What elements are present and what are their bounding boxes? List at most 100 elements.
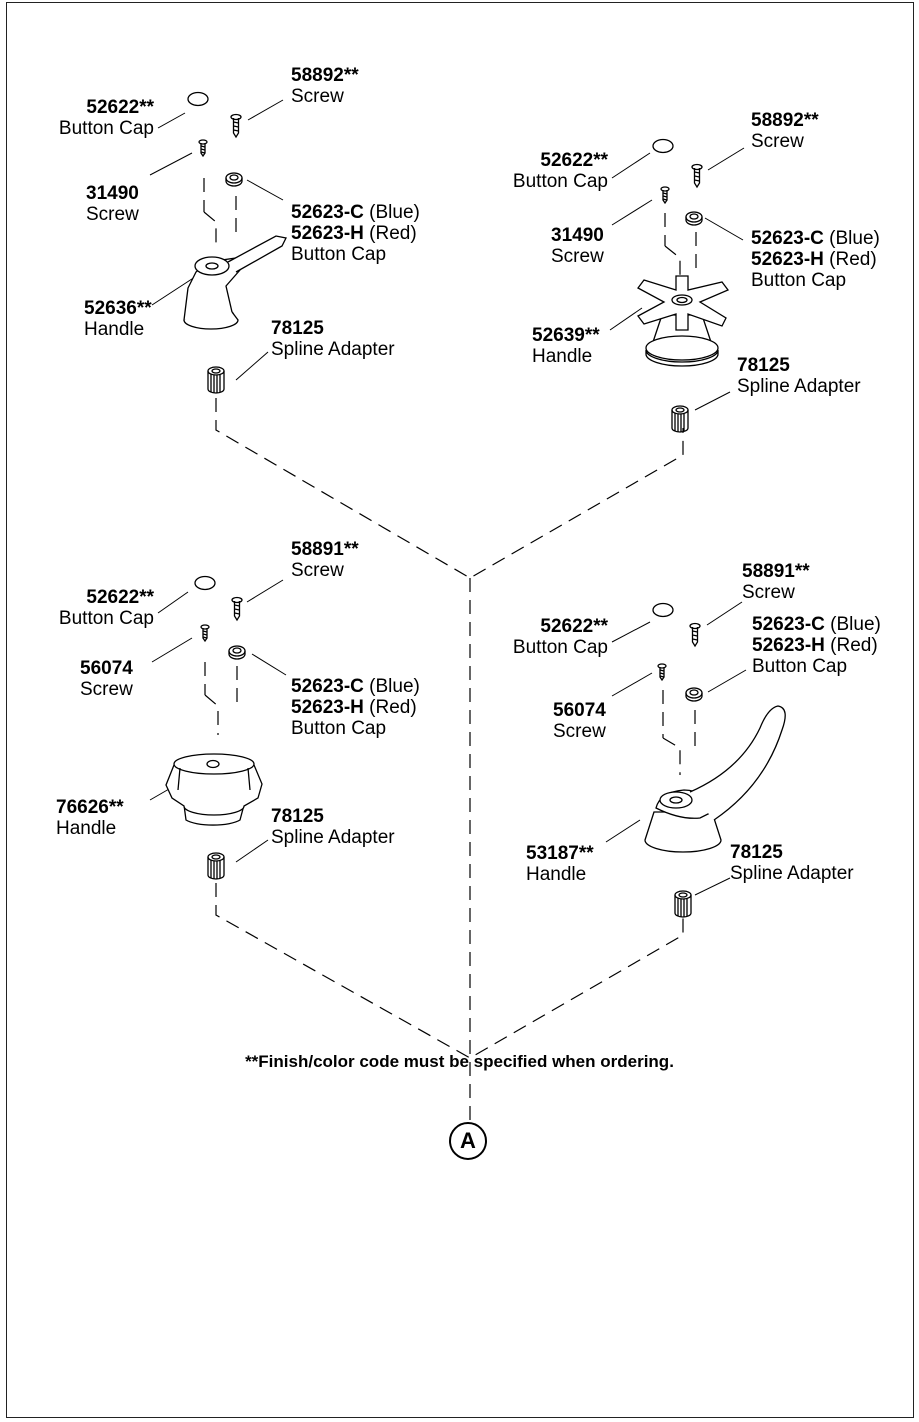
label-g3-screw: 56074 Screw <box>80 658 133 700</box>
label-g1-screw: 31490 Screw <box>86 183 139 225</box>
label-g2-index-button: 52623-C (Blue) 52623-H (Red) Button Cap <box>751 228 880 291</box>
part-name: Screw <box>551 246 604 267</box>
spline-adapter-icon <box>674 890 692 918</box>
part-number: 58891** <box>742 561 810 582</box>
part-name: Handle <box>526 864 587 885</box>
label-g2-spline-adapter: 78125 Spline Adapter <box>737 355 861 397</box>
part-name: Handle <box>56 818 117 839</box>
part-number: 78125 <box>730 842 783 863</box>
label-g4-top-screw: 58891** Screw <box>742 561 810 603</box>
label-g2-handle: 52639** Handle <box>532 325 600 367</box>
part-number: 52636** <box>84 298 152 319</box>
part-name: Spline Adapter <box>271 827 395 848</box>
part-name: Spline Adapter <box>730 863 854 884</box>
part-number: 76626** <box>56 797 124 818</box>
label-g3-button-cap: 52622** Button Cap <box>40 587 154 629</box>
assembly-dashed-lines <box>203 178 697 1120</box>
color-note: (Blue) <box>369 676 420 697</box>
part-number: 31490 <box>86 183 139 204</box>
label-g4-spline-adapter: 78125 Spline Adapter <box>730 842 854 884</box>
label-g3-spline-adapter: 78125 Spline Adapter <box>271 806 395 848</box>
part-name: Button Cap <box>58 608 154 629</box>
part-name: Screw <box>742 582 795 603</box>
part-number: 52639** <box>532 325 600 346</box>
part-number: 52623-C <box>291 202 364 223</box>
part-number: 78125 <box>271 806 324 827</box>
part-name: Button Cap <box>512 637 608 658</box>
spline-adapter-icon <box>207 852 225 880</box>
part-name: Spline Adapter <box>737 376 861 397</box>
index-button-icon <box>685 211 703 226</box>
color-note: (Red) <box>369 223 417 244</box>
part-number: 52623-H <box>291 223 364 244</box>
part-number: 52623-H <box>751 249 824 270</box>
knob-handle-icon <box>165 753 263 826</box>
color-note: (Blue) <box>369 202 420 223</box>
part-number: 52622** <box>540 616 608 637</box>
part-name: Button Cap <box>291 244 387 265</box>
label-g4-handle: 53187** Handle <box>526 843 594 885</box>
screw-icon <box>231 596 243 621</box>
part-number: 52622** <box>540 150 608 171</box>
label-g1-top-screw: 58892** Screw <box>291 65 359 107</box>
part-number: 52623-C <box>751 228 824 249</box>
screw-icon <box>198 139 208 157</box>
part-name: Screw <box>291 86 344 107</box>
part-number: 78125 <box>271 318 324 339</box>
part-name: Handle <box>84 319 145 340</box>
part-name: Button Cap <box>512 171 608 192</box>
leader-lines <box>149 99 747 896</box>
color-note: (Red) <box>829 249 877 270</box>
button-cap-icon <box>187 91 209 107</box>
spline-adapter-icon <box>671 405 689 433</box>
part-name: Button Cap <box>751 270 847 291</box>
part-number: 52622** <box>86 97 154 118</box>
part-number: 58891** <box>291 539 359 560</box>
ordering-note: **Finish/color code must be specified wh… <box>245 1052 674 1071</box>
screw-icon <box>660 186 670 204</box>
screw-icon <box>689 622 701 647</box>
page-frame <box>6 2 914 1418</box>
screw-icon <box>200 624 210 642</box>
part-number: 78125 <box>737 355 790 376</box>
button-cap-icon <box>652 602 674 618</box>
button-cap-icon <box>652 138 674 154</box>
part-name: Screw <box>291 560 344 581</box>
label-g3-handle: 76626** Handle <box>56 797 124 839</box>
label-g4-button-cap: 52622** Button Cap <box>494 616 608 658</box>
index-button-icon <box>228 645 246 660</box>
part-name: Button Cap <box>58 118 154 139</box>
part-name: Screw <box>86 204 139 225</box>
part-name: Screw <box>751 131 804 152</box>
label-g2-screw: 31490 Screw <box>551 225 604 267</box>
part-number: 52623-H <box>291 697 364 718</box>
part-number: 31490 <box>551 225 604 246</box>
cross-handle-icon <box>637 275 730 367</box>
part-number: 53187** <box>526 843 594 864</box>
part-name: Button Cap <box>752 656 848 677</box>
part-number: 56074 <box>553 700 606 721</box>
index-button-icon <box>685 687 703 702</box>
label-g3-index-button: 52623-C (Blue) 52623-H (Red) Button Cap <box>291 676 420 739</box>
part-number: 58892** <box>751 110 819 131</box>
label-g1-handle: 52636** Handle <box>84 298 152 340</box>
screw-icon <box>230 113 242 138</box>
part-number: 56074 <box>80 658 133 679</box>
label-g1-spline-adapter: 78125 Spline Adapter <box>271 318 395 360</box>
reference-callout-a: A <box>449 1122 487 1160</box>
color-note: (Red) <box>369 697 417 718</box>
color-note: (Blue) <box>830 614 881 635</box>
color-note: (Blue) <box>829 228 880 249</box>
screw-icon <box>657 663 667 681</box>
part-name: Button Cap <box>291 718 387 739</box>
label-g2-button-cap: 52622** Button Cap <box>496 150 608 192</box>
button-cap-icon <box>194 575 216 591</box>
label-g4-index-button: 52623-C (Blue) 52623-H (Red) Button Cap <box>752 614 881 677</box>
part-name: Screw <box>80 679 133 700</box>
part-number: 52623-H <box>752 635 825 656</box>
wrist-blade-handle-icon <box>644 705 786 853</box>
part-number: 52622** <box>86 587 154 608</box>
part-number: 52623-C <box>291 676 364 697</box>
part-number: 52623-C <box>752 614 825 635</box>
